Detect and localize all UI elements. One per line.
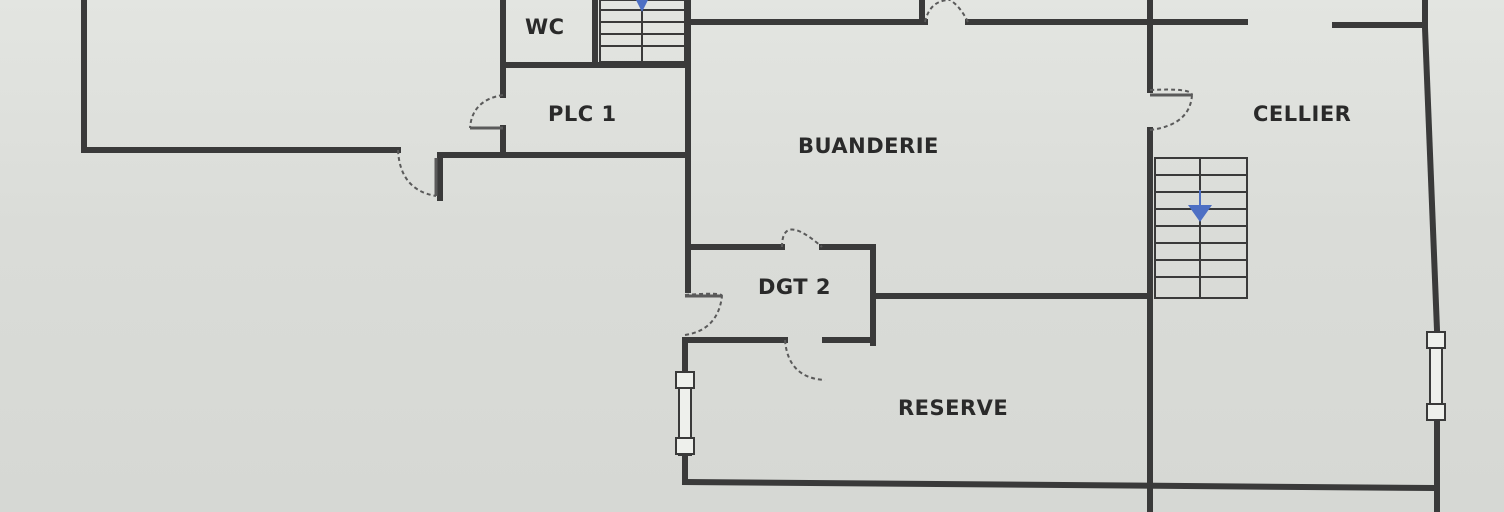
door-swing — [397, 149, 437, 197]
room-label-plc1: PLC 1 — [548, 102, 617, 126]
room-label-wc: WC — [525, 15, 565, 39]
door-swing — [469, 94, 504, 129]
window — [1426, 331, 1446, 349]
window — [675, 371, 695, 389]
door-swing — [684, 295, 723, 336]
room-label-reserve: RESERVE — [898, 396, 1009, 420]
stairs-cellier — [1154, 157, 1248, 299]
door-swing — [949, 0, 969, 23]
room-label-dgt2: DGT 2 — [758, 275, 832, 299]
room-label-buanderie: BUANDERIE — [798, 134, 939, 158]
door-swing — [1149, 94, 1193, 131]
door-swing — [924, 0, 951, 23]
window — [1426, 403, 1446, 421]
wall — [1421, 24, 1441, 334]
window — [675, 437, 695, 455]
door-swing — [784, 339, 826, 381]
stair-down-arrow-icon — [636, 0, 648, 12]
wall — [681, 478, 1436, 492]
door-swing — [781, 228, 823, 248]
stair-down-arrow-icon — [1188, 190, 1212, 222]
room-label-cellier: CELLIER — [1253, 102, 1352, 126]
